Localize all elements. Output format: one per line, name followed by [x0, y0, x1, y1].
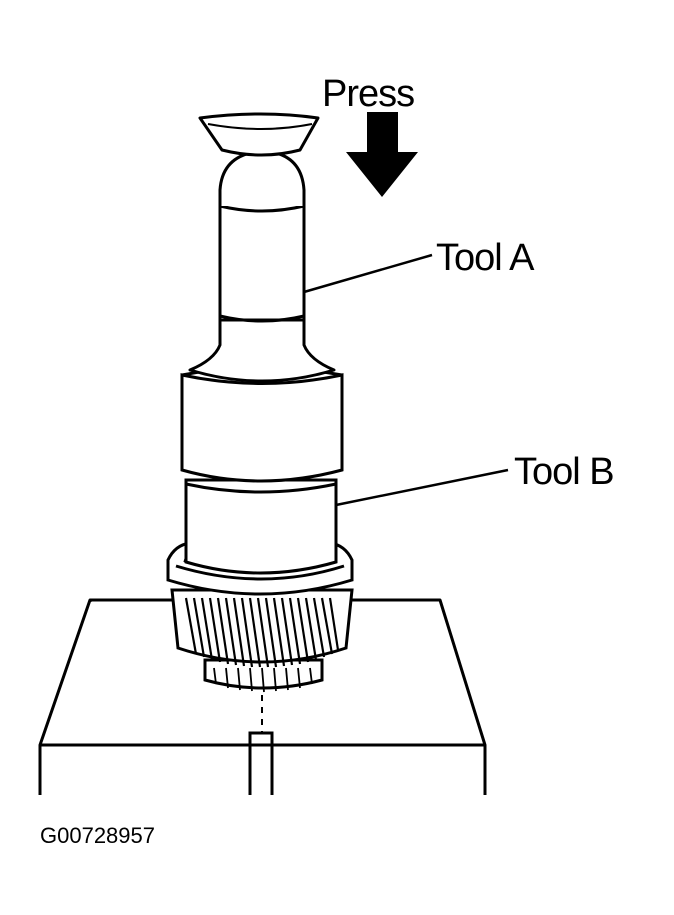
- leader-line-tool-b: [335, 468, 509, 507]
- figure-id: G00728957: [40, 823, 155, 848]
- down-arrow-icon: [346, 112, 418, 197]
- tool-a: [188, 151, 336, 383]
- tool-b: [180, 366, 344, 575]
- press-ram: [198, 112, 320, 157]
- leader-line-tool-a: [303, 253, 433, 294]
- leader-lines: [303, 253, 509, 507]
- gear-teeth: [184, 597, 340, 668]
- gear-workpiece: [170, 588, 354, 693]
- tool-a-label: Tool A: [436, 237, 535, 279]
- tool-b-label: Tool B: [514, 451, 614, 493]
- bed-slot: [248, 695, 274, 795]
- press-label: Press: [322, 73, 414, 115]
